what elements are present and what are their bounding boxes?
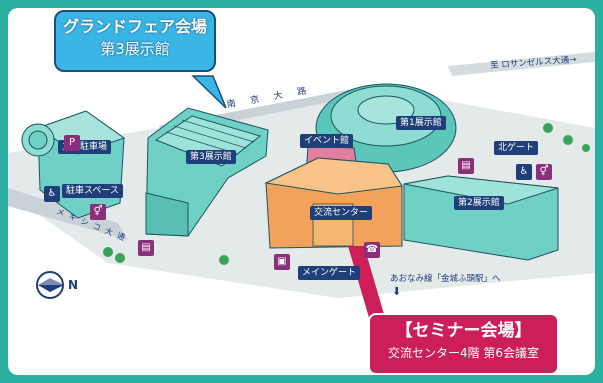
hall2-building [403, 175, 559, 261]
exchange-center-label: 交流センター [310, 206, 373, 220]
trees [103, 123, 590, 265]
bus-icon: ▤ [138, 240, 154, 256]
parking-icon: P [64, 135, 80, 151]
main-gate-label: メインゲート [298, 266, 361, 280]
hall1-label: 第1展示館 [396, 116, 446, 130]
seminar-callout-pointer [348, 246, 386, 321]
venue-callout-pointer [191, 75, 227, 109]
compass-north-label: N [68, 278, 79, 292]
phone-icon: ☎ [364, 242, 380, 258]
hall3-label: 第3展示館 [186, 150, 236, 164]
restroom-icon: ⚥ [536, 164, 552, 180]
venue-callout-hall: 第3展示館 [100, 40, 170, 58]
road-losangeles [448, 52, 595, 76]
bus-icon: ▤ [458, 158, 474, 174]
hall2-label: 第2展示館 [454, 196, 504, 210]
wheelchair-icon: ♿ [44, 186, 60, 202]
restroom-icon: ⚥ [90, 204, 106, 220]
road-mexico [8, 188, 128, 240]
parking-space-label: 駐車スペース [62, 184, 123, 198]
venue-callout: グランドフェア会場 第3展示館 [54, 10, 216, 72]
seminar-callout-room: 交流センター4階 第6会議室 [387, 346, 540, 360]
line-note-label: あおなみ線「金城ふ頭駅」へ [390, 274, 501, 284]
compass-graphic [36, 271, 64, 299]
map-panel: 立体駐車場 第3展示館 イベント館 第1展示館 交流センター 第2展示館 北ゲー… [8, 8, 595, 375]
seminar-callout: 【セミナー会場】 交流センター4階 第6会議室 [368, 313, 559, 375]
seminar-callout-title: 【セミナー会場】 [395, 321, 532, 341]
wheelchair-icon: ♿ [516, 164, 532, 180]
taxi-icon: ▣ [274, 254, 290, 270]
event-hall-label: イベント館 [300, 134, 354, 148]
down-arrow-icon: ⬇ [392, 285, 402, 298]
north-gate-label: 北ゲート [494, 141, 539, 155]
venue-callout-title: グランドフェア会場 [62, 17, 207, 36]
